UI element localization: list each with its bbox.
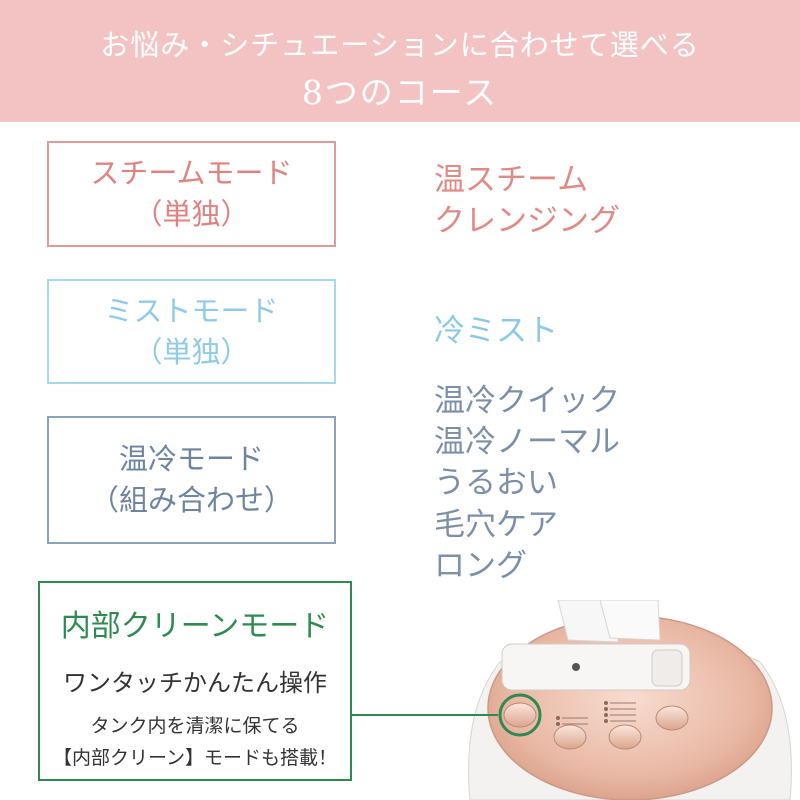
clean-mode-title: 内部クリーンモード (60, 609, 330, 644)
callout-connector-line (352, 714, 498, 716)
course-button (655, 705, 689, 731)
course-item: 温冷クイック (434, 383, 620, 419)
mist-course-list: 冷ミスト (434, 311, 558, 352)
device-lid (599, 600, 661, 641)
clean-mode-desc-1: タンク内を清潔に保てる (90, 715, 300, 737)
indicator-dot (604, 707, 608, 711)
clean-button-highlight (498, 693, 542, 737)
indicator-dot (604, 701, 608, 705)
device-nozzle (501, 643, 691, 691)
indicator-dot (604, 719, 608, 723)
course-button (608, 724, 642, 750)
internal-clean-mode-box: 内部クリーンモード ワンタッチかんたん操作 タンク内を清潔に保てる 【内部クリー… (38, 581, 352, 781)
clean-mode-desc-2: 【内部クリーン】モードも搭載！ (52, 747, 338, 769)
course-button (553, 724, 587, 750)
warm-cool-course-list: 温冷クイック 温冷ノーマル うるおい 毛穴ケア ロング (434, 381, 620, 587)
course-item: ロング (434, 547, 527, 584)
course-item: 毛穴ケア (434, 506, 558, 543)
banner-line-1: お悩み・シチュエーションに合わせて選べる (100, 28, 700, 62)
steam-course-list: 温スチーム クレンジング (434, 160, 620, 242)
course-item: 温スチーム (434, 162, 589, 198)
course-item: うるおい (434, 465, 558, 502)
warm-cool-mode-name: 温冷モード (118, 442, 264, 477)
course-item: 冷ミスト (434, 313, 558, 349)
device-nozzle-cap (651, 649, 683, 687)
clean-mode-subtitle: ワンタッチかんたん操作 (63, 669, 327, 697)
warm-cool-mode-box: 温冷モード （組み合わせ） (47, 416, 336, 544)
course-item: 温冷ノーマル (434, 424, 620, 461)
steam-mode-box: スチームモード （単独） (47, 141, 336, 247)
course-item: クレンジング (434, 203, 620, 240)
device-nozzle-hole (572, 663, 580, 671)
indicator-dot (604, 713, 608, 717)
header-banner: お悩み・シチュエーションに合わせて選べる 8つのコース (0, 0, 800, 122)
steam-mode-sub: （単独） (133, 197, 250, 231)
mist-mode-sub: （単独） (133, 334, 250, 369)
steamer-device-illustration (468, 600, 792, 800)
mist-mode-name: ミストモード (104, 293, 279, 328)
indicator-dot (556, 716, 560, 720)
banner-line-2: 8つのコース (301, 73, 499, 112)
steam-mode-name: スチームモード (90, 156, 293, 191)
warm-cool-mode-sub: （組み合わせ） (89, 483, 293, 517)
clean-button (503, 702, 537, 728)
indicator-dot (556, 722, 560, 726)
mist-mode-box: ミストモード （単独） (47, 279, 336, 384)
